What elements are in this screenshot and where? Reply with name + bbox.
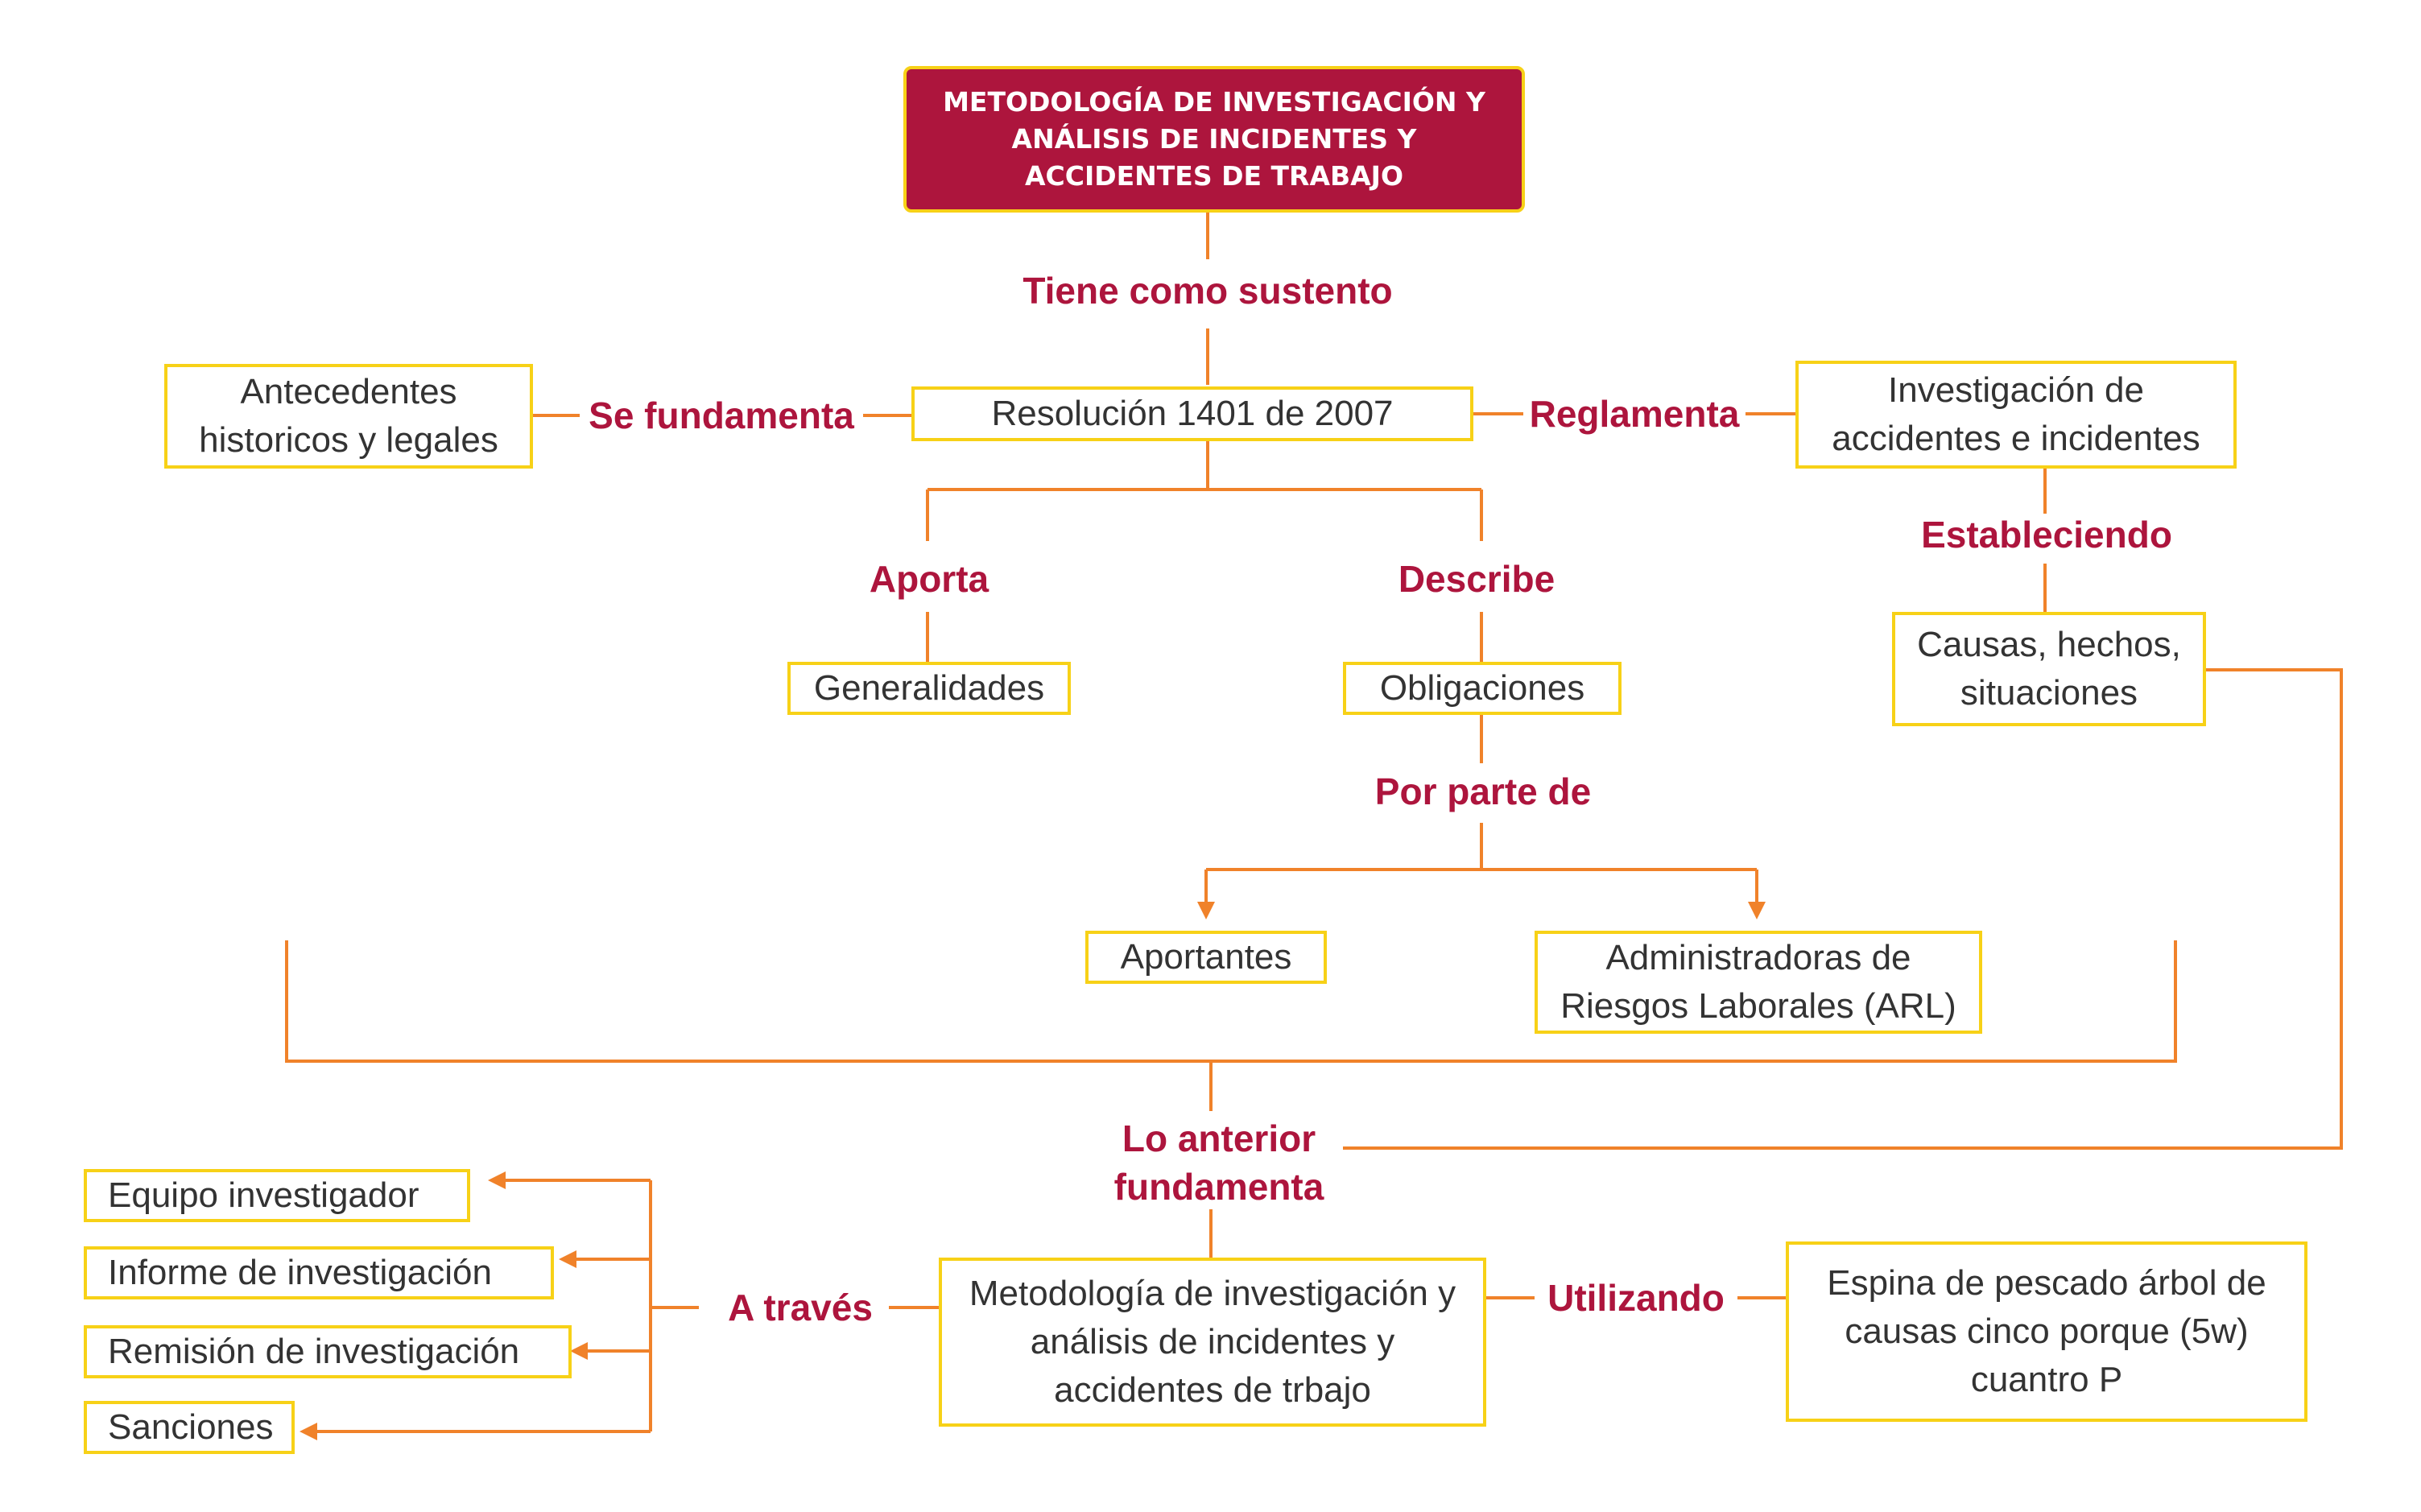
node-causas: Causas, hechos, situaciones (1892, 612, 2206, 726)
label-describe: Describe (1398, 558, 1555, 600)
label-a-traves: A través (728, 1287, 873, 1328)
label-estableciendo: Estableciendo (1921, 514, 2172, 556)
node-metodologia: Metodología de investigación y análisis … (939, 1258, 1486, 1427)
diagram-title: METODOLOGÍA DE INVESTIGACIÓN Y ANÁLISIS … (903, 66, 1525, 213)
label-se-fundamenta: Se fundamenta (589, 395, 854, 436)
label-lo-anterior-fundamenta: Lo anterior fundamenta (1113, 1117, 1324, 1208)
label-tiene-como-sustento: Tiene como sustento (1023, 270, 1393, 312)
node-informe-investigacion: Informe de investigación (84, 1246, 554, 1299)
node-resolucion: Resolución 1401 de 2007 (911, 386, 1473, 441)
connector-causas-to-lo-anterior (1343, 668, 2343, 1150)
node-arl: Administradoras de Riesgos Laborales (AR… (1535, 931, 1982, 1034)
node-herramientas: Espina de pescado árbol de causas cinco … (1786, 1241, 2307, 1422)
connector-bracket (285, 940, 2177, 1063)
node-generalidades: Generalidades (787, 662, 1071, 715)
label-aporta: Aporta (869, 558, 989, 600)
node-investigacion: Investigación de accidentes e incidentes (1795, 361, 2237, 469)
label-por-parte-de: Por parte de (1374, 770, 1592, 812)
node-sanciones: Sanciones (84, 1401, 295, 1454)
node-antecedentes: Antecedentes historicos y legales (164, 364, 533, 469)
node-aportantes: Aportantes (1085, 931, 1327, 984)
node-equipo-investigador: Equipo investigador (84, 1169, 470, 1222)
node-remision-investigacion: Remisión de investigación (84, 1325, 572, 1378)
node-obligaciones: Obligaciones (1343, 662, 1622, 715)
label-utilizando: Utilizando (1547, 1277, 1725, 1319)
label-reglamenta: Reglamenta (1529, 393, 1740, 435)
